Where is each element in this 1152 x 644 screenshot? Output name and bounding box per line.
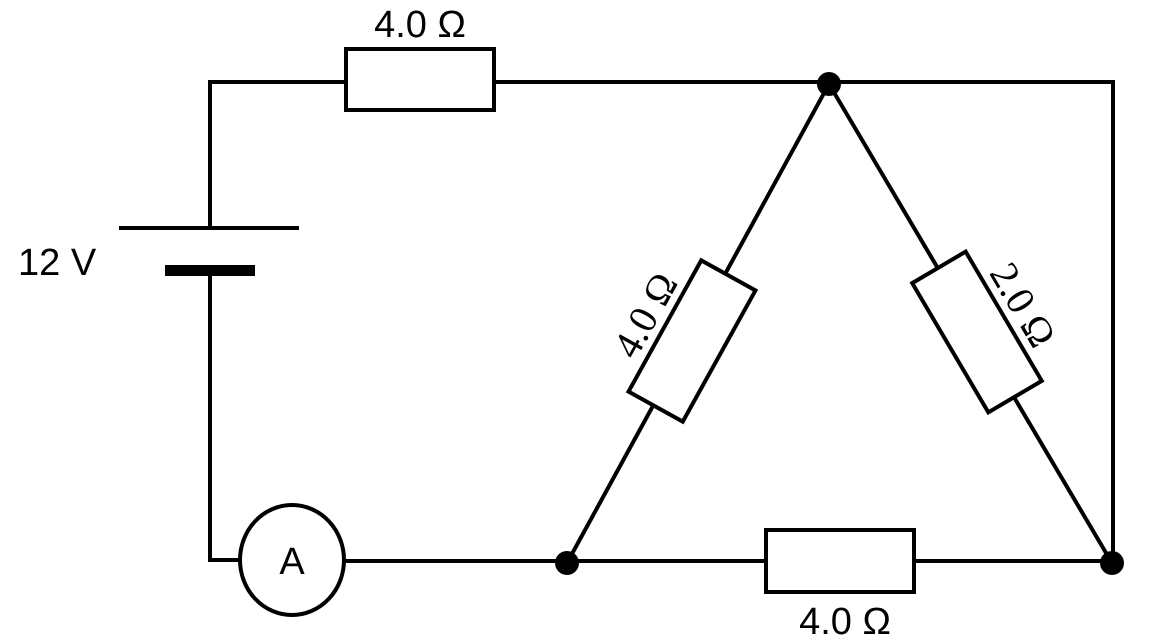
resistor-right: 2.0 Ω — [909, 248, 1065, 416]
battery-label: 12 V — [18, 242, 97, 284]
resistor-top-label: 4.0 Ω — [374, 4, 466, 46]
resistor-top-body — [344, 47, 496, 112]
resistor-bottom-body — [764, 528, 916, 594]
resistor-left-body — [625, 257, 759, 425]
ammeter-circle — [238, 503, 346, 617]
resistor-bottom-label: 4.0 Ω — [799, 601, 891, 643]
ammeter-label: A — [279, 541, 305, 583]
resistor-right-body — [909, 248, 1045, 416]
wire-left-lower — [208, 273, 242, 562]
resistor-top: 4.0 Ω — [344, 4, 496, 112]
wire-top-left — [208, 80, 348, 230]
node-bottom-left — [555, 551, 579, 575]
ammeter: A — [238, 503, 346, 617]
wire-top-right-return — [827, 80, 1115, 565]
battery-negative-plate — [165, 265, 255, 276]
node-bottom-right — [1100, 551, 1124, 575]
resistor-bottom: 4.0 Ω — [764, 528, 916, 643]
node-top — [817, 72, 841, 96]
battery: 12 V — [18, 226, 299, 284]
